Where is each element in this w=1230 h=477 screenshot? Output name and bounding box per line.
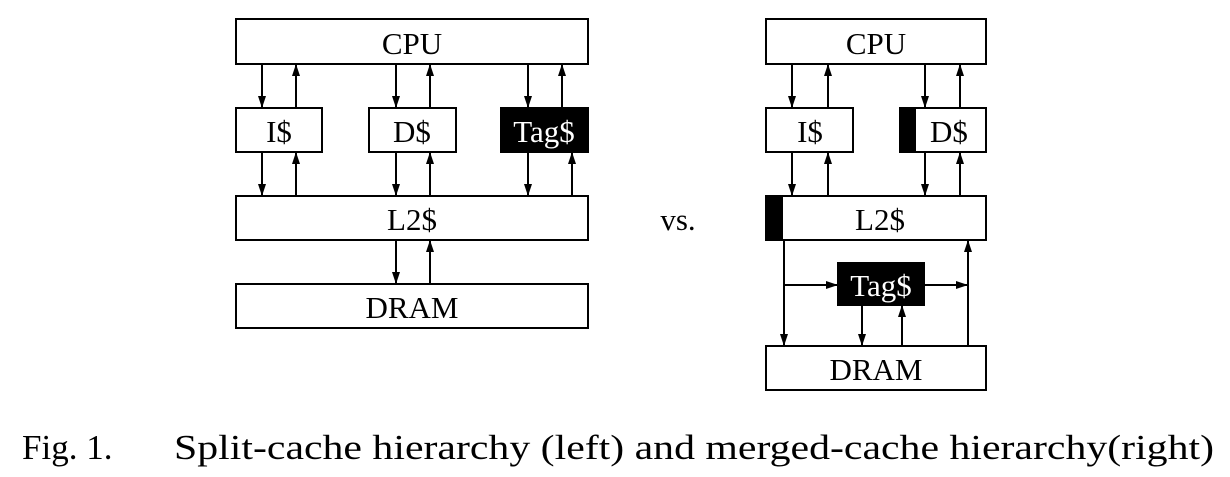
right-cpu-box — [765, 18, 987, 65]
right-icache-box — [765, 107, 854, 153]
right-l2-tag-region — [766, 196, 783, 240]
right-icache-label: I$ — [797, 114, 823, 149]
split-cache-hierarchy: CPU I$ D$ Tag$ L2$ DRAM — [235, 18, 589, 329]
left-dcache-box — [368, 107, 457, 153]
right-dcache-tag-region — [901, 109, 916, 151]
left-cpu-box — [235, 18, 589, 65]
left-cpu-label: CPU — [382, 26, 442, 61]
versus-label: vs. — [660, 202, 695, 237]
right-cpu-label: CPU — [846, 26, 906, 61]
caption-text: Split-cache hierarchy (left) and merged-… — [174, 428, 1214, 467]
left-l2-box — [235, 195, 589, 241]
left-l2-label: L2$ — [387, 202, 437, 237]
left-dram-box — [235, 283, 589, 329]
right-dcache-label: D$ — [930, 114, 968, 149]
left-icache-box — [235, 107, 323, 153]
figure-caption: Fig. 1. Split-cache hierarchy (left) and… — [22, 428, 1214, 467]
left-icache-label: I$ — [266, 114, 292, 149]
left-tagcache-label: Tag$ — [513, 114, 575, 149]
left-tagcache-box — [500, 107, 589, 153]
caption-number: Fig. 1. — [22, 428, 112, 467]
right-dram-label: DRAM — [829, 352, 922, 387]
merged-cache-hierarchy: CPU I$ D$ L2$ Tag$ DRAM — [765, 18, 987, 391]
left-dcache-label: D$ — [393, 114, 431, 149]
left-dram-label: DRAM — [365, 290, 458, 325]
right-dram-box — [765, 345, 987, 391]
right-tagcache-label: Tag$ — [850, 268, 912, 303]
right-tagcache-box — [837, 262, 925, 306]
right-l2-label: L2$ — [855, 202, 905, 237]
